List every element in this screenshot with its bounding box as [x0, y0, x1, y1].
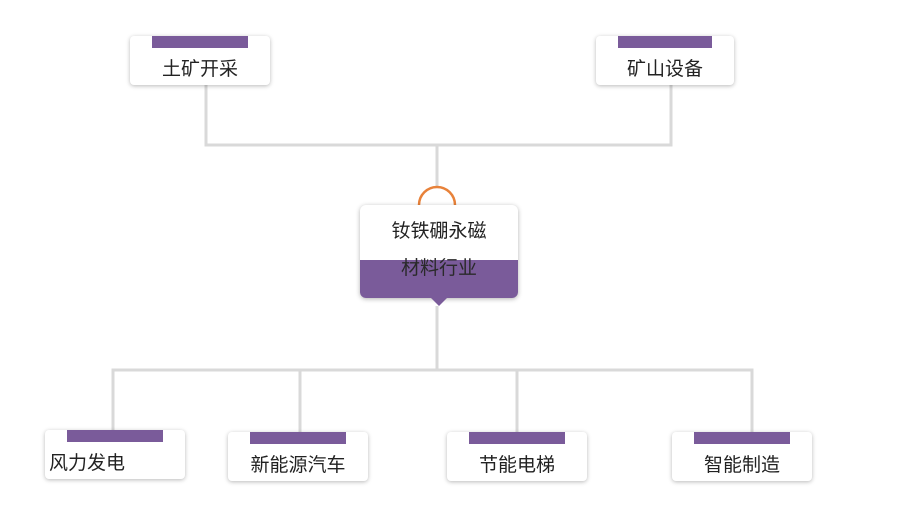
- node-accent-bar: [152, 36, 248, 48]
- node-label: 矿山设备: [626, 58, 703, 80]
- center-node-title-line1: 钕铁硼永磁: [391, 220, 487, 242]
- center-node-band: [360, 260, 518, 298]
- node-accent-bar: [469, 432, 565, 444]
- center-node-title-line2: 材料行业: [400, 257, 477, 279]
- node-downstream-1[interactable]: 风力发电: [45, 430, 185, 479]
- node-label: 风力发电: [49, 452, 126, 474]
- node-downstream-3[interactable]: 节能电梯: [447, 432, 587, 481]
- connector-upstream: [204, 84, 673, 190]
- node-downstream-2[interactable]: 新能源汽车: [228, 432, 368, 481]
- node-accent-bar: [250, 432, 346, 444]
- node-accent-bar: [67, 430, 163, 442]
- node-label: 新能源汽车: [250, 454, 346, 476]
- node-downstream-4[interactable]: 智能制造: [672, 432, 812, 481]
- node-upstream-1[interactable]: 土矿开采: [130, 36, 270, 85]
- node-accent-bar: [694, 432, 790, 444]
- center-node-pointer: [431, 298, 447, 306]
- node-label: 节能电梯: [478, 454, 555, 476]
- node-accent-bar: [618, 36, 712, 48]
- node-center[interactable]: 钕铁硼永磁 材料行业: [360, 205, 518, 306]
- node-label: 智能制造: [703, 454, 780, 476]
- node-upstream-2[interactable]: 矿山设备: [596, 36, 734, 85]
- collapse-handle-icon[interactable]: [417, 185, 457, 206]
- connector-downstream: [111, 306, 754, 432]
- node-label: 土矿开采: [161, 58, 238, 80]
